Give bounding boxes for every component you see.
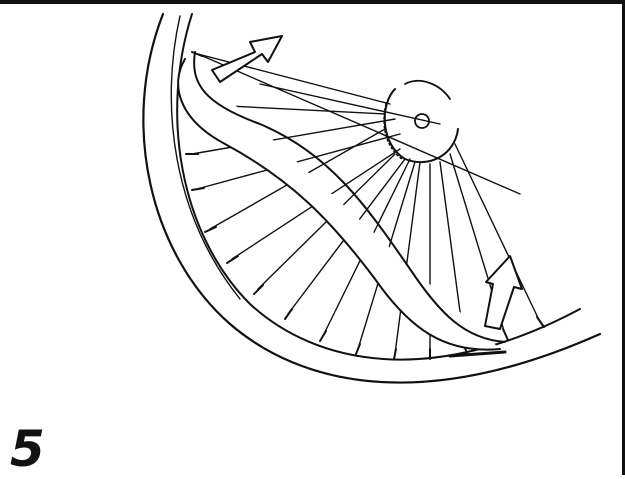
- step-number: 5: [10, 424, 45, 474]
- arrow-up-icon: [485, 256, 522, 329]
- hub-icon: [384, 81, 458, 162]
- tire-band: [178, 52, 505, 356]
- wheel-tire-illustration: [0, 4, 625, 479]
